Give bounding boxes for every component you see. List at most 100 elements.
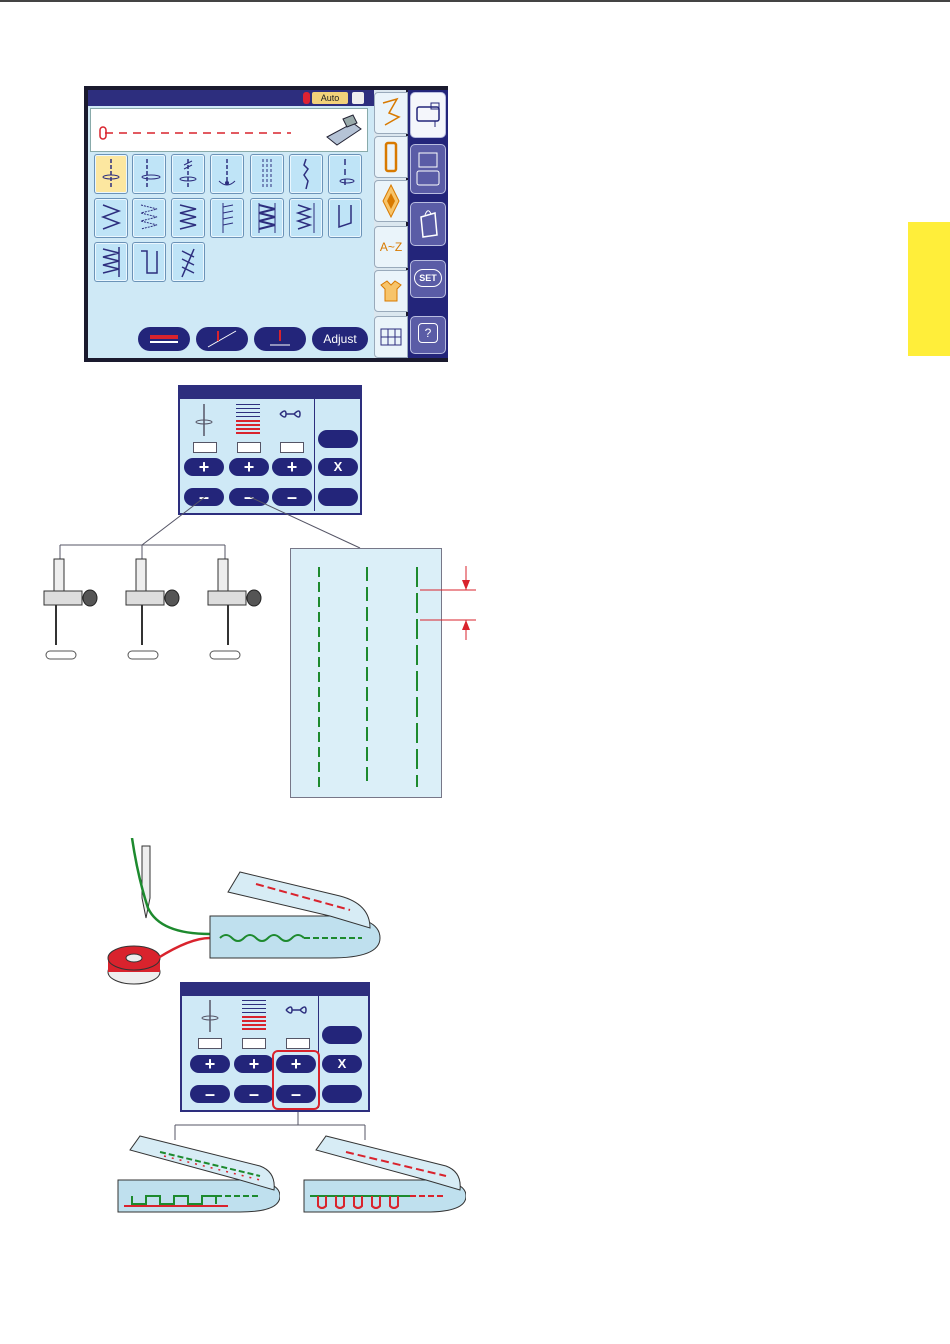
needle-position-minus-button[interactable]: – (190, 1085, 230, 1103)
memory-button[interactable] (318, 430, 358, 448)
top-rule (0, 0, 950, 2)
sewing-machine-icon (411, 93, 445, 137)
needle-position-plus-button[interactable]: + (190, 1055, 230, 1073)
stitch-length-minus-button[interactable]: – (229, 488, 269, 506)
needle-stop-position-button[interactable] (254, 327, 306, 351)
quilt-tab-icon (375, 317, 407, 357)
tab-alphabet[interactable]: A~Z (374, 226, 408, 268)
twin-needle-button[interactable] (138, 327, 190, 351)
needle-stop-icon (254, 327, 306, 351)
stitch-button-tacking[interactable] (210, 154, 244, 194)
foot-pressure-icon (352, 92, 364, 104)
stitch-length-dimension-marker (418, 562, 478, 642)
needle-center-position-icon (126, 559, 179, 659)
tension-too-tight-illustration (110, 1130, 280, 1220)
section-tab (908, 222, 950, 356)
stitch-button-stretch[interactable] (289, 154, 323, 194)
needle-up-down-icon (196, 327, 248, 351)
stitch-length-icon (236, 404, 260, 434)
stitch-button-box-hem[interactable] (132, 242, 166, 282)
stitch-length-minus-button[interactable]: – (234, 1085, 274, 1103)
utility-stitch-tab-icon (375, 93, 407, 133)
knit-stitch-icon (251, 199, 283, 237)
embroidery-machine-icon (411, 145, 445, 193)
stitch-button-triple[interactable] (250, 154, 284, 194)
auto-tension-badge: Auto (312, 92, 348, 104)
tab-decorative[interactable] (374, 180, 408, 222)
set-label: SET (414, 269, 442, 287)
tab-quilt[interactable] (374, 316, 408, 358)
twin-needle-icon (138, 327, 190, 351)
stretch-stitch-icon (290, 155, 322, 193)
adjust-button[interactable]: Adjust (312, 327, 368, 351)
stitch-button-lock-stitch[interactable] (171, 154, 205, 194)
thread-spool-icon (303, 92, 310, 104)
set-mode-button[interactable]: SET (410, 260, 446, 298)
needle-position-minus-button[interactable]: – (184, 488, 224, 506)
adjust-header-icons (190, 996, 320, 1036)
tension-too-loose-illustration (296, 1130, 466, 1220)
cancel-button[interactable]: X (318, 458, 358, 476)
box-hem-icon (133, 243, 165, 281)
buttonhole-tab-icon (375, 137, 407, 177)
overedge-icon (211, 199, 243, 237)
zigzag-icon (95, 199, 127, 237)
tacking-stitch-icon (211, 155, 243, 193)
memory-bag-icon (411, 203, 445, 245)
needle-position-value (198, 1038, 222, 1049)
blind-hem-icon (329, 199, 361, 237)
straight-stitch-preview-icon (91, 109, 367, 151)
reset-button[interactable] (322, 1085, 362, 1103)
ordinary-sewing-mode-button[interactable] (410, 92, 446, 138)
stitch-button-basting[interactable] (328, 154, 362, 194)
help-button[interactable]: ? (410, 316, 446, 354)
stitch-button-double-overedge[interactable] (289, 198, 323, 238)
shirt-tab-icon (375, 271, 407, 311)
feather-stitch-icon (172, 243, 204, 281)
thread-tension-value (286, 1038, 310, 1049)
tab-garment[interactable] (374, 270, 408, 312)
stitch-length-plus-button[interactable]: + (229, 458, 269, 476)
needle-position-plus-button[interactable]: + (184, 458, 224, 476)
stitch-button-zigzag[interactable] (94, 198, 128, 238)
lock-stitch-icon (172, 155, 204, 193)
stitch-button-blind-hem[interactable] (328, 198, 362, 238)
thread-tension-illustration (100, 838, 400, 998)
stitch-button-overedge[interactable] (210, 198, 244, 238)
panel-header (182, 984, 368, 996)
needle-position-value (193, 442, 217, 453)
needle-position-icon (196, 404, 212, 436)
thread-tension-highlight (272, 1050, 320, 1110)
stitch-preview (90, 108, 368, 152)
stitch-button-overcast[interactable] (171, 198, 205, 238)
personal-memory-button[interactable] (410, 202, 446, 246)
stitch-button-knit[interactable] (250, 198, 284, 238)
straight-stitch-icon (133, 155, 165, 193)
fabric-fold-icon (210, 872, 380, 958)
stitch-length-plus-button[interactable]: + (234, 1055, 274, 1073)
embroidery-mode-button[interactable] (410, 144, 446, 194)
thread-tension-value (280, 442, 304, 453)
panel-header (180, 387, 360, 399)
triple-stitch-icon (251, 155, 283, 193)
needle-right-position-icon (208, 559, 261, 659)
thread-tension-icon (280, 411, 300, 417)
decorative-tab-icon (375, 181, 407, 221)
needle-up-down-button[interactable] (196, 327, 248, 351)
tab-utility-stitches[interactable] (374, 92, 408, 134)
thread-tension-minus-button[interactable]: – (272, 488, 312, 506)
stitch-button-overlock[interactable] (94, 242, 128, 282)
memory-button[interactable] (322, 1026, 362, 1044)
stitch-length-icon (242, 1000, 266, 1030)
stitch-button-feather[interactable] (171, 242, 205, 282)
stitch-button-multi-zigzag[interactable] (132, 198, 166, 238)
bobbin-icon (108, 946, 160, 984)
cancel-button[interactable]: X (322, 1055, 362, 1073)
stitch-length-value (237, 442, 261, 453)
tab-buttonholes[interactable] (374, 136, 408, 178)
thread-tension-plus-button[interactable]: + (272, 458, 312, 476)
straight-stitch-icon (95, 155, 127, 193)
reset-button[interactable] (318, 488, 358, 506)
stitch-button-straight-left[interactable] (94, 154, 128, 194)
stitch-button-straight-center[interactable] (132, 154, 166, 194)
